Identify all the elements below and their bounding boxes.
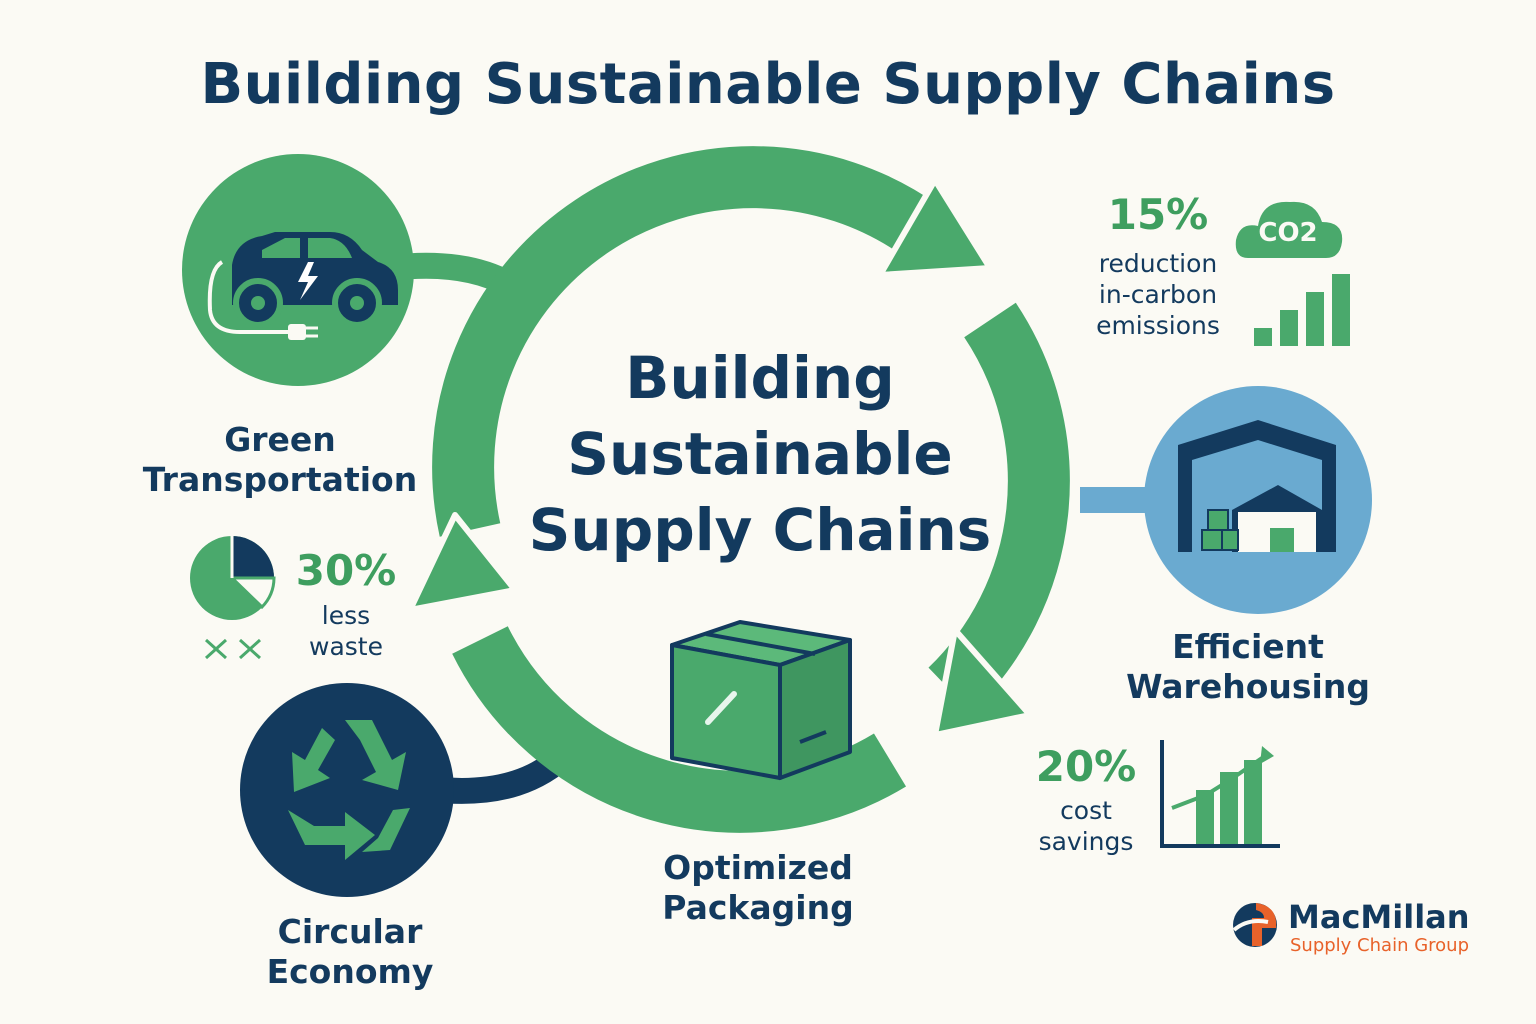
electric-car-icon	[207, 232, 398, 340]
box-icon	[670, 620, 852, 780]
center-title-line3: Supply Chains	[528, 496, 992, 564]
center-title: Building Sustainable Supply Chains	[490, 340, 1030, 568]
cross-marks-icon	[204, 638, 262, 660]
carbon-stat-text: reduction in-carbon emissions	[1096, 249, 1220, 340]
optimized-packaging-label: Optimized Packaging	[662, 848, 854, 927]
carbon-stat-value: 15%	[1107, 190, 1209, 239]
growth-bars-icon	[1254, 274, 1350, 346]
waste-stat-text: less waste	[309, 601, 383, 661]
pie-chart-icon	[190, 536, 276, 620]
cost-stat-text: cost savings	[1038, 796, 1134, 856]
page-title: Building Sustainable Supply Chains	[200, 52, 1336, 117]
center-title-line1: Building	[625, 344, 895, 412]
logo-subtitle: Supply Chain Group	[1290, 935, 1469, 956]
efficient-warehousing-label: Efficient Warehousing	[1126, 627, 1370, 706]
circular-economy-node	[240, 683, 454, 897]
efficient-warehousing-node	[1144, 386, 1372, 614]
logo-name: MacMillan	[1288, 898, 1470, 936]
center-title-line2: Sustainable	[567, 420, 953, 488]
waste-stat-value: 30%	[295, 546, 397, 595]
cycle-arrowheads	[407, 177, 1033, 738]
arrowhead-left	[407, 512, 518, 613]
arrowhead-right	[932, 627, 1033, 738]
cost-chart-icon	[1160, 740, 1280, 848]
cost-stat-value: 20%	[1035, 742, 1137, 791]
green-transportation-node	[182, 154, 414, 386]
logo-mark	[1232, 903, 1277, 947]
co2-cloud-icon	[1235, 201, 1343, 258]
circular-economy-label: Circular Economy	[266, 912, 434, 991]
recycle-icon	[288, 720, 410, 860]
cycle-ring	[432, 146, 1070, 833]
arrowhead-top	[877, 177, 993, 278]
warehouse-icon	[1178, 420, 1336, 552]
co2-label: CO2	[1258, 218, 1318, 248]
green-transportation-label: Green Transportation	[142, 420, 418, 499]
